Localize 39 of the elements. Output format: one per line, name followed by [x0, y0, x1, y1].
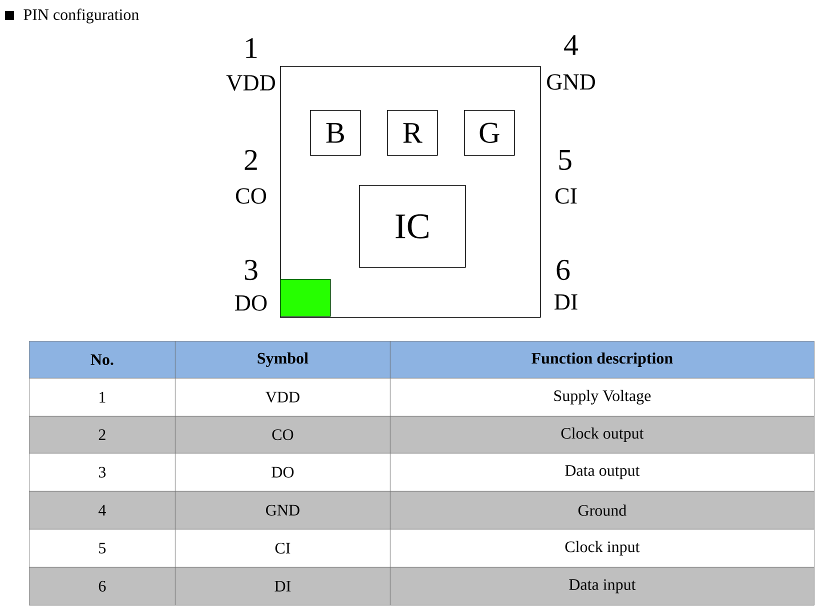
table-cell: 5 — [29, 529, 176, 568]
header-cell: No. — [29, 341, 176, 378]
table-cell: DI — [175, 567, 390, 606]
table-cell: VDD — [175, 378, 390, 416]
pin-name: CI — [555, 188, 577, 204]
table-cell: CO — [175, 416, 390, 454]
table-cell: DO — [175, 453, 390, 492]
package-outline — [280, 66, 541, 318]
table-cell: Ground — [390, 491, 814, 530]
header-cell: Function description — [390, 341, 814, 378]
led-chip: G — [464, 110, 515, 156]
table-cell: Data input — [390, 567, 814, 606]
pin-number: 1 — [246, 38, 257, 58]
table-cell: GND — [175, 491, 390, 530]
header-cell: Symbol — [175, 341, 390, 378]
table-cell: CI — [175, 529, 390, 568]
table-cell: Data output — [390, 453, 814, 492]
table-cell: Clock output — [390, 416, 814, 454]
table-cell: 6 — [29, 567, 176, 606]
table-cell: 3 — [29, 453, 176, 492]
ic-chip: IC — [359, 185, 466, 268]
pin-number: 5 — [559, 150, 572, 170]
pin-number: 3 — [244, 260, 258, 280]
table-cell: 2 — [29, 416, 176, 454]
table-cell: Supply Voltage — [390, 378, 814, 416]
table-cell: 4 — [29, 491, 176, 530]
pin-name: DI — [554, 294, 578, 310]
pin-marker-pad — [280, 279, 331, 317]
pin-name: VDD — [226, 75, 275, 91]
pin-number: 4 — [564, 35, 578, 55]
table-cell: 1 — [29, 378, 176, 416]
led-chip: R — [387, 110, 438, 156]
pin-number: 6 — [556, 260, 570, 280]
title: PIN configuration — [24, 8, 139, 24]
pin-name: CO — [236, 188, 266, 204]
pin-name: GND — [547, 74, 595, 90]
pin-number: 2 — [244, 150, 257, 170]
led-chip: B — [310, 110, 361, 156]
table-cell: Clock input — [390, 529, 814, 568]
